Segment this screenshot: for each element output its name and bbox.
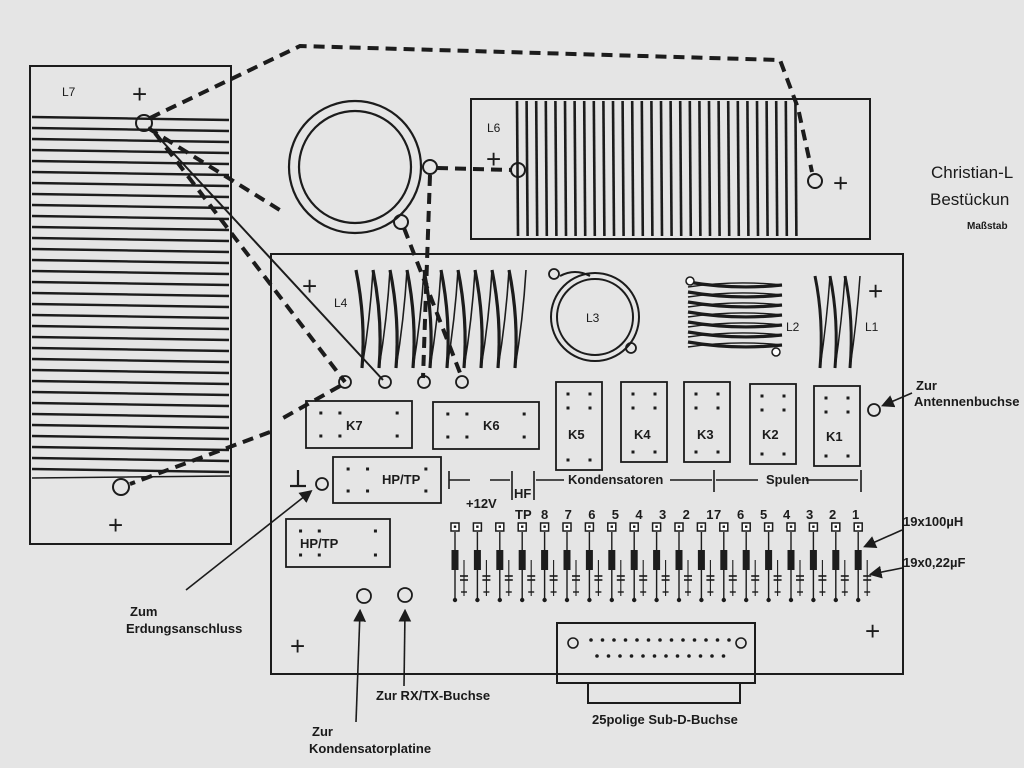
component-strip	[450, 522, 872, 603]
pcb-plus-bottom-right: +	[865, 616, 880, 646]
label-inductors: 19x100µH	[903, 514, 963, 529]
antenna-pad	[867, 403, 881, 417]
l7-tap-top	[135, 114, 153, 132]
svg-text:K6: K6	[483, 418, 500, 433]
cap-number: 4	[635, 507, 643, 522]
rxtx-pad	[397, 587, 413, 603]
relay-k5: K5	[555, 381, 603, 471]
relay-row: K7 K6 K5 K4 K3 K2 K1 HP/TP	[285, 381, 861, 568]
header-scale: Maßstab	[967, 221, 1008, 232]
svg-text:K2: K2	[762, 427, 779, 442]
relay-k6: K6	[432, 401, 540, 450]
svg-text:K3: K3	[697, 427, 714, 442]
coil-number: 4	[783, 507, 791, 522]
relay-k1: K1	[813, 385, 861, 467]
capboard-annotation-line2: Kondensatorplatine	[309, 741, 431, 756]
header-title: Christian-L	[931, 163, 1013, 182]
coil-l4: L4	[334, 269, 527, 389]
toroid-core	[287, 99, 438, 235]
main-pcb: + + + +	[270, 253, 904, 675]
capboard-annotation-line1: Zur	[312, 724, 333, 739]
cap-number: 5	[612, 507, 619, 522]
coil-l6-label: L6	[487, 121, 501, 135]
label-tp: TP	[515, 507, 532, 522]
relay-k3: K3	[683, 381, 731, 463]
svg-text:HP/TP: HP/TP	[382, 472, 421, 487]
label-12v: +12V	[466, 496, 497, 511]
label-hf: HF	[514, 486, 531, 501]
ground-pad	[290, 470, 329, 491]
cap-number: 2	[683, 507, 690, 522]
cap-number: 6	[588, 507, 595, 522]
coil-l3-label: L3	[586, 311, 600, 325]
coil-l7-board: L7 + +	[29, 65, 232, 545]
subd-connector	[556, 622, 756, 704]
coil-l7-label: L7	[62, 85, 76, 99]
coil-number: 6	[737, 507, 744, 522]
svg-text:K1: K1	[826, 429, 843, 444]
coil-number: 7	[714, 507, 721, 522]
section-headings: +12V HF Kondensatoren Spulen	[448, 470, 862, 511]
pcb-plus-top-left: +	[302, 271, 317, 301]
cap-number: 7	[565, 507, 572, 522]
label-spulen: Spulen	[766, 472, 809, 487]
subd-annotation: 25polige Sub-D-Buchse	[592, 712, 738, 727]
l7-plus-top: +	[132, 79, 147, 109]
relay-k7: K7	[305, 400, 413, 449]
svg-text:HP/TP: HP/TP	[300, 536, 339, 551]
label-kondensatoren: Kondensatoren	[568, 472, 663, 487]
coil-number: 1	[852, 507, 859, 522]
antenna-annotation-line1: Zur	[916, 378, 937, 393]
coil-l3: L3	[548, 268, 640, 362]
antenna-annotation-line2: Antennenbuchse	[914, 394, 1019, 409]
cap-number: 8	[541, 507, 548, 522]
relay-hp-tp-a: HP/TP	[332, 456, 442, 504]
coil-l2: L2	[685, 276, 800, 357]
l6-plus-right: +	[833, 168, 848, 198]
l6-plus-left: +	[486, 144, 501, 174]
ground-annotation-line2: Erdungsanschluss	[126, 621, 242, 636]
l6-winding-stripes	[515, 100, 798, 237]
capboard-pad	[356, 588, 372, 604]
relay-hp-tp-b: HP/TP	[285, 518, 391, 568]
coil-l2-label: L2	[786, 320, 800, 334]
cap-number: 1	[706, 507, 713, 522]
coil-number: 2	[829, 507, 836, 522]
rxtx-annotation: Zur RX/TX-Buchse	[376, 688, 490, 703]
coil-l4-label: L4	[334, 296, 348, 310]
l7-tap-bottom	[112, 478, 130, 496]
l7-plus-bottom: +	[108, 510, 123, 540]
relay-k2: K2	[749, 383, 797, 465]
relay-k4: K4	[620, 381, 668, 463]
coil-l1: L1	[813, 275, 879, 369]
coil-l1-label: L1	[865, 320, 879, 334]
svg-text:K4: K4	[634, 427, 651, 442]
l7-winding-stripes	[31, 115, 230, 474]
coil-l6-board: L6 + +	[470, 98, 871, 240]
coil-number: 3	[806, 507, 813, 522]
svg-text:K5: K5	[568, 427, 585, 442]
cap-number: 3	[659, 507, 666, 522]
ground-annotation-line1: Zum	[130, 604, 157, 619]
label-capacitors: 19x0,22µF	[903, 555, 965, 570]
svg-text:K7: K7	[346, 418, 363, 433]
pcb-plus-top-right: +	[868, 276, 883, 306]
pcb-plus-bottom-left: +	[290, 631, 305, 661]
header-subtitle: Bestückun	[930, 190, 1009, 209]
coil-number: 5	[760, 507, 767, 522]
